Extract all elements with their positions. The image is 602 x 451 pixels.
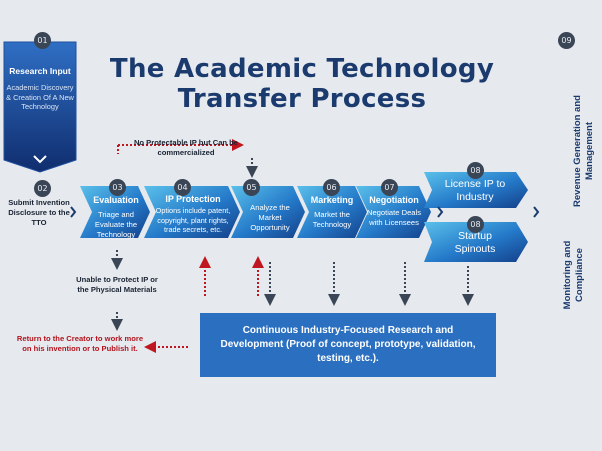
submit-disclosure-text: Submit Invention Disclosure to the TTO <box>8 198 70 227</box>
arrow-shape-07 <box>356 186 431 238</box>
marketing-heading: Marketing <box>310 195 354 205</box>
title-line-2: Transfer Process <box>177 84 427 114</box>
evaluation-block: Evaluation Triage and Evaluate the Techn… <box>86 195 146 240</box>
unable-to-protect-note: Unable to Protect IP or the Physical Mat… <box>76 275 158 294</box>
research-development-box: Continuous Industry-Focused Research and… <box>200 313 496 377</box>
step-number-07: 07 <box>381 179 398 196</box>
ip-protection-block: IP Protection Options include patent, co… <box>150 194 236 235</box>
step-number-01: 01 <box>34 32 51 49</box>
arrow-shape-05 <box>231 186 305 238</box>
step-number-05: 05 <box>243 179 260 196</box>
chevron-right-icon <box>437 206 444 218</box>
step-number-08a: 08 <box>467 162 484 179</box>
chevron-down-icon <box>33 155 47 164</box>
research-input-body: Academic Discovery & Creation Of A New T… <box>6 83 74 111</box>
arrow-shape-08-license <box>424 172 528 208</box>
arrow-shape-06 <box>297 186 367 238</box>
monitoring-compliance-text: Monitoring and Compliance <box>562 240 585 310</box>
step-number-02: 02 <box>34 180 51 197</box>
analyze-market-block: Analyze the Market Opportunity <box>240 203 300 233</box>
chevron-right-icon <box>533 206 540 218</box>
return-to-creator-note: Return to the Creator to work more on hi… <box>16 334 144 353</box>
research-input-heading: Research Input <box>9 66 71 76</box>
negotiation-heading: Negotiation <box>369 195 419 205</box>
step-number-09: 09 <box>558 32 575 49</box>
startup-spinouts-text: Startup Spinouts <box>454 230 496 255</box>
marketing-body: Market the Technology <box>312 210 352 229</box>
revenue-generation-text: Revenue Generation and Management <box>572 95 595 207</box>
arrow-shape-08-startup <box>424 222 528 262</box>
no-protectable-ip-note: No Protectable IP but Can be commerciali… <box>133 138 239 157</box>
chevron-right-icon <box>70 206 77 218</box>
evaluation-body: Triage and Evaluate the Technology <box>94 210 138 239</box>
title-line-1: The Academic Technology <box>109 54 495 84</box>
step-number-08b: 08 <box>467 216 484 233</box>
arrow-shape-03 <box>80 186 150 238</box>
evaluation-heading: Evaluation <box>93 195 139 205</box>
step-number-06: 06 <box>323 179 340 196</box>
analyze-market-body: Analyze the Market Opportunity <box>250 203 290 232</box>
negotiation-body: Negotiate Deals with Licensees <box>366 208 422 227</box>
license-ip-text: License IP to Industry <box>444 178 506 203</box>
ip-protection-body: Options include patent, copyright, plant… <box>155 206 231 234</box>
step-number-04: 04 <box>174 179 191 196</box>
arrow-shape-04 <box>144 186 240 238</box>
step-number-03: 03 <box>109 179 126 196</box>
page-title: The Academic Technology Transfer Process <box>90 54 514 114</box>
research-input-shield <box>3 41 77 173</box>
negotiation-block: Negotiation Negotiate Deals with License… <box>361 195 427 228</box>
marketing-block: Marketing Market the Technology <box>301 195 363 230</box>
research-input-block: Research Input Academic Discovery & Crea… <box>6 66 74 112</box>
ip-protection-heading: IP Protection <box>165 194 221 204</box>
